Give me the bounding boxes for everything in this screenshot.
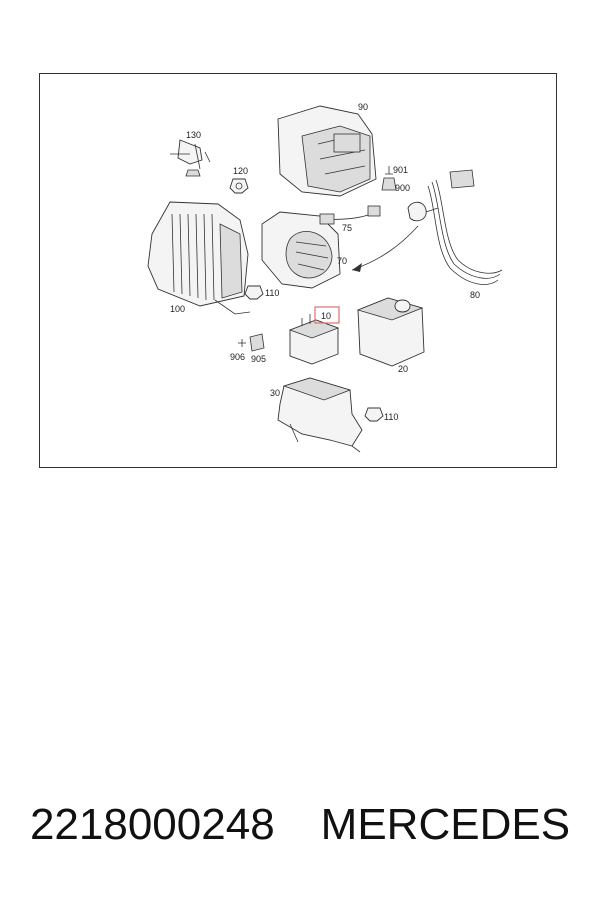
part-20[interactable] [356,297,425,367]
part-110-lower[interactable] [364,407,384,422]
part-100[interactable] [147,201,251,315]
label-75: 75 [342,223,352,233]
label-905: 905 [251,354,266,364]
part-130[interactable] [170,139,211,177]
label-100: 100 [170,304,185,314]
arrow-80-to-70 [351,225,419,272]
label-906: 906 [230,352,245,362]
brand-name: MERCEDES [320,800,571,849]
label-10: 10 [321,311,331,321]
label-120: 120 [233,166,248,176]
label-70: 70 [337,256,347,266]
label-901: 901 [393,165,408,175]
label-130: 130 [186,130,201,140]
label-110-lower: 110 [384,412,398,422]
caption: 2218000248 MERCEDES [0,800,600,850]
part-30[interactable] [277,377,363,453]
diagram-frame: 90 901 900 130 120 100 110 70 [39,73,557,468]
part-75[interactable] [319,205,381,225]
label-110-upper: 110 [265,288,279,298]
label-900: 900 [395,183,410,193]
part-10[interactable] [288,314,340,365]
label-90: 90 [358,102,368,112]
part-80[interactable] [407,169,503,285]
part-905[interactable] [249,333,265,352]
part-901[interactable] [385,166,393,175]
part-900[interactable] [381,177,397,191]
part-90[interactable] [277,105,377,197]
label-20: 20 [398,364,408,374]
part-120[interactable] [229,178,249,194]
label-30: 30 [270,388,280,398]
parts-diagram: 90 901 900 130 120 100 110 70 [147,102,503,453]
part-70[interactable] [261,211,341,289]
highlight-box-10[interactable] [314,306,340,324]
part-number: 2218000248 [29,800,275,849]
part-110-upper[interactable] [244,285,264,300]
part-906[interactable] [238,339,246,347]
label-80: 80 [470,290,480,300]
